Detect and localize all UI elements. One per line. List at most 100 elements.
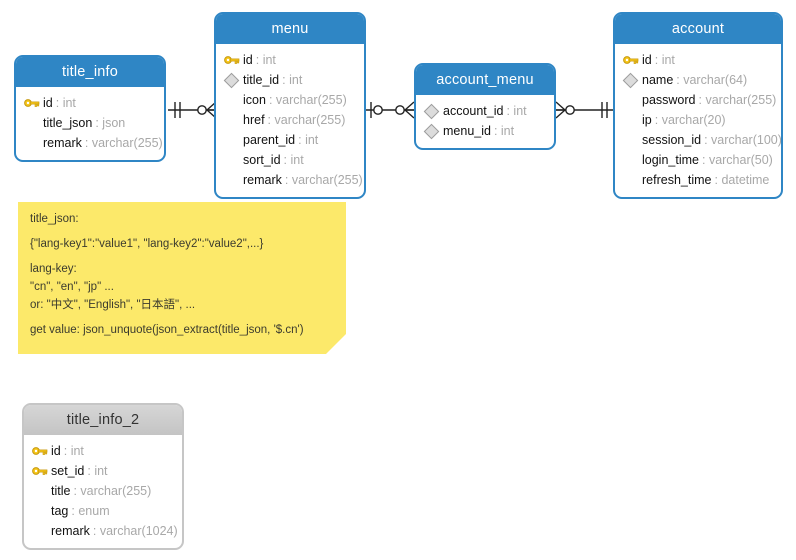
column-gutter <box>622 112 640 128</box>
column-name: id <box>243 53 253 67</box>
relationship-title_info-menu[interactable] <box>168 98 217 122</box>
table-row[interactable]: session_id : varchar(100) <box>615 130 781 150</box>
note-fold-corner <box>326 334 346 354</box>
column-name: id <box>43 96 53 110</box>
column-type: : int <box>87 464 108 478</box>
table-row[interactable]: set_id : int <box>24 461 182 481</box>
column-type: : varchar(255) <box>698 93 777 107</box>
entity-title_info_2[interactable]: title_info_2 id : int <box>22 403 184 550</box>
column-name: password <box>642 93 696 107</box>
column-type: : int <box>506 104 527 118</box>
table-row[interactable]: name : varchar(64) <box>615 70 781 90</box>
entity-title_info[interactable]: title_info id : int title_json <box>14 55 166 162</box>
column-type: : int <box>255 53 276 67</box>
entity-account_menu[interactable]: account_menu account_id : int menu_id : … <box>414 63 556 150</box>
table-row[interactable]: id : int <box>24 441 182 461</box>
table-row[interactable]: id : int <box>216 50 364 70</box>
column-gutter <box>23 115 41 131</box>
primary-key-icon <box>622 52 640 68</box>
column-gutter <box>31 523 49 539</box>
column-name: account_id <box>443 104 504 118</box>
column-type: : varchar(20) <box>654 113 726 127</box>
column-name: sort_id <box>243 153 281 167</box>
column-type: : varchar(64) <box>676 73 748 87</box>
column-name: parent_id <box>243 133 296 147</box>
table-row[interactable]: id : int <box>615 50 781 70</box>
column-type: : varchar(255) <box>267 113 346 127</box>
column-type: : varchar(1024) <box>92 524 178 538</box>
column-name: menu_id <box>443 124 491 138</box>
relationship-menu-account_menu[interactable] <box>366 98 415 122</box>
table-row[interactable]: title_id : int <box>216 70 364 90</box>
column-name: title_json <box>43 116 93 130</box>
entity-title-account: account <box>615 14 781 44</box>
column-type: : int <box>282 73 303 87</box>
table-row[interactable]: remark : varchar(255) <box>16 133 164 153</box>
column-type: : int <box>55 96 76 110</box>
column-name: href <box>243 113 265 127</box>
sticky-note-title_json[interactable]: title_json: {"lang-key1":"value1", "lang… <box>18 202 346 354</box>
primary-key-icon <box>23 95 41 111</box>
column-name: id <box>51 444 61 458</box>
column-gutter <box>223 132 241 148</box>
table-row[interactable]: login_time : varchar(50) <box>615 150 781 170</box>
foreign-key-icon <box>423 103 441 120</box>
column-type: : int <box>298 133 319 147</box>
column-type: : varchar(255) <box>84 136 163 150</box>
table-row[interactable]: id : int <box>16 93 164 113</box>
table-row[interactable]: refresh_time : datetime <box>615 170 781 190</box>
entity-columns-account_menu: account_id : int menu_id : int <box>416 95 554 148</box>
note-line: {"lang-key1":"value1", "lang-key2":"valu… <box>30 238 264 250</box>
relationship-account_menu-account[interactable] <box>555 98 614 122</box>
column-type: : varchar(50) <box>701 153 773 167</box>
table-row[interactable]: parent_id : int <box>216 130 364 150</box>
primary-key-icon <box>31 443 49 459</box>
table-row[interactable]: href : varchar(255) <box>216 110 364 130</box>
column-type: : json <box>95 116 126 130</box>
table-row[interactable]: title : varchar(255) <box>24 481 182 501</box>
note-line: "cn", "en", "jp" ... <box>30 281 114 293</box>
table-row[interactable]: remark : varchar(1024) <box>24 521 182 541</box>
column-gutter <box>223 172 241 188</box>
table-row[interactable]: account_id : int <box>416 101 554 121</box>
table-row[interactable]: menu_id : int <box>416 121 554 141</box>
column-gutter <box>223 152 241 168</box>
note-line: or: "中文", "English", "日本語", ... <box>30 299 196 311</box>
column-name: title_id <box>243 73 280 87</box>
table-row[interactable]: title_json : json <box>16 113 164 133</box>
table-row[interactable]: sort_id : int <box>216 150 364 170</box>
table-row[interactable]: password : varchar(255) <box>615 90 781 110</box>
entity-columns-menu: id : int title_id : int icon : varchar(2… <box>216 44 364 197</box>
column-name: remark <box>51 524 90 538</box>
foreign-key-icon <box>223 72 241 89</box>
column-type: : int <box>493 124 515 138</box>
primary-key-icon <box>31 463 49 479</box>
column-name: refresh_time <box>642 173 712 187</box>
entity-columns-title_info_2: id : int set_id : int titl <box>24 435 182 548</box>
entity-columns-title_info: id : int title_json : json remark : varc… <box>16 87 164 160</box>
note-line: get value: json_unquote(json_extract(tit… <box>30 324 304 336</box>
table-row[interactable]: ip : varchar(20) <box>615 110 781 130</box>
column-name: remark <box>243 173 282 187</box>
table-row[interactable]: tag : enum <box>24 501 182 521</box>
primary-key-icon <box>223 52 241 68</box>
column-type: : varchar(255) <box>268 93 347 107</box>
table-row[interactable]: remark : varchar(255) <box>216 170 364 190</box>
column-name: tag <box>51 504 69 518</box>
note-line: lang-key: <box>30 263 77 275</box>
column-gutter <box>622 132 640 148</box>
column-name: set_id <box>51 464 85 478</box>
note-line: title_json: <box>30 213 79 225</box>
column-gutter <box>622 152 640 168</box>
entity-menu[interactable]: menu id : int title_id : int <box>214 12 366 199</box>
column-name: remark <box>43 136 82 150</box>
table-row[interactable]: icon : varchar(255) <box>216 90 364 110</box>
column-type: : varchar(100) <box>704 133 782 147</box>
entity-title-account_menu: account_menu <box>416 65 554 95</box>
entity-title-title_info_2: title_info_2 <box>24 405 182 435</box>
column-gutter <box>31 503 49 519</box>
entity-account[interactable]: account id : int name : varc <box>613 12 783 199</box>
column-type: : varchar(255) <box>284 173 363 187</box>
column-gutter <box>622 92 640 108</box>
